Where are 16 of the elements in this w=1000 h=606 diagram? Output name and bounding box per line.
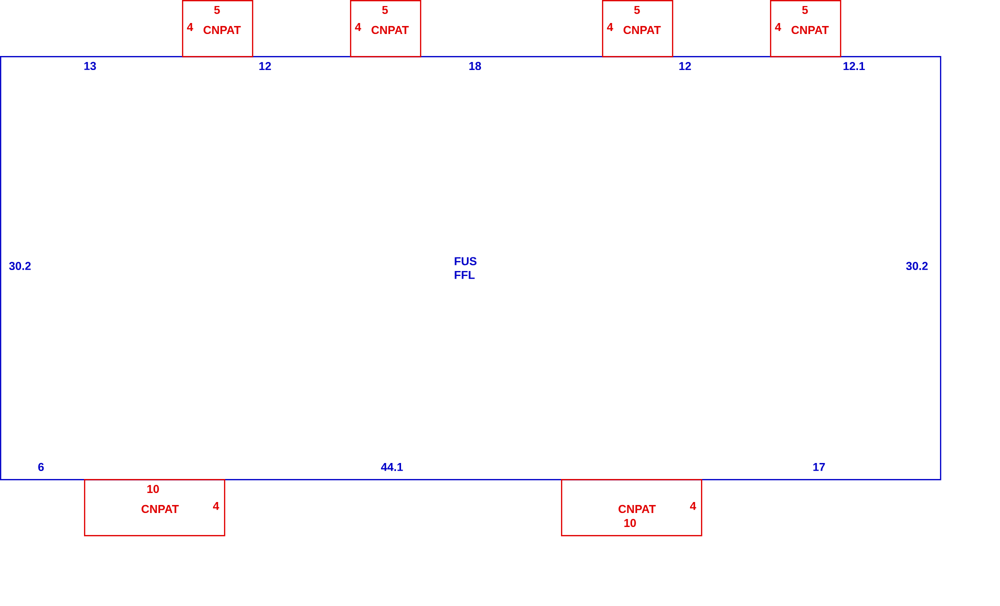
dimension-label: 18: [469, 62, 482, 70]
dimension-label: 44.1: [381, 463, 403, 471]
dimension-label: 12: [259, 62, 271, 70]
dimension-label: 13: [84, 62, 96, 70]
unit-box: 5 4 CNPAT: [602, 0, 674, 58]
dimension-label: 6: [38, 462, 44, 472]
unit-box: 10 CNPAT 4: [84, 479, 226, 536]
dimension-label: 12: [679, 62, 691, 70]
unit-box: 5 4 CNPAT: [182, 0, 254, 58]
dimension-label: 30.2: [906, 262, 928, 270]
unit-box: 5 4 CNPAT: [350, 0, 422, 58]
unit-box: CNPAT 4 10: [561, 479, 702, 536]
dimension-label: 30.2: [9, 262, 31, 270]
dimension-label: 17: [813, 463, 825, 471]
unit-box: 5 4 CNPAT: [770, 0, 842, 58]
dimension-label: 12.1: [844, 62, 865, 70]
